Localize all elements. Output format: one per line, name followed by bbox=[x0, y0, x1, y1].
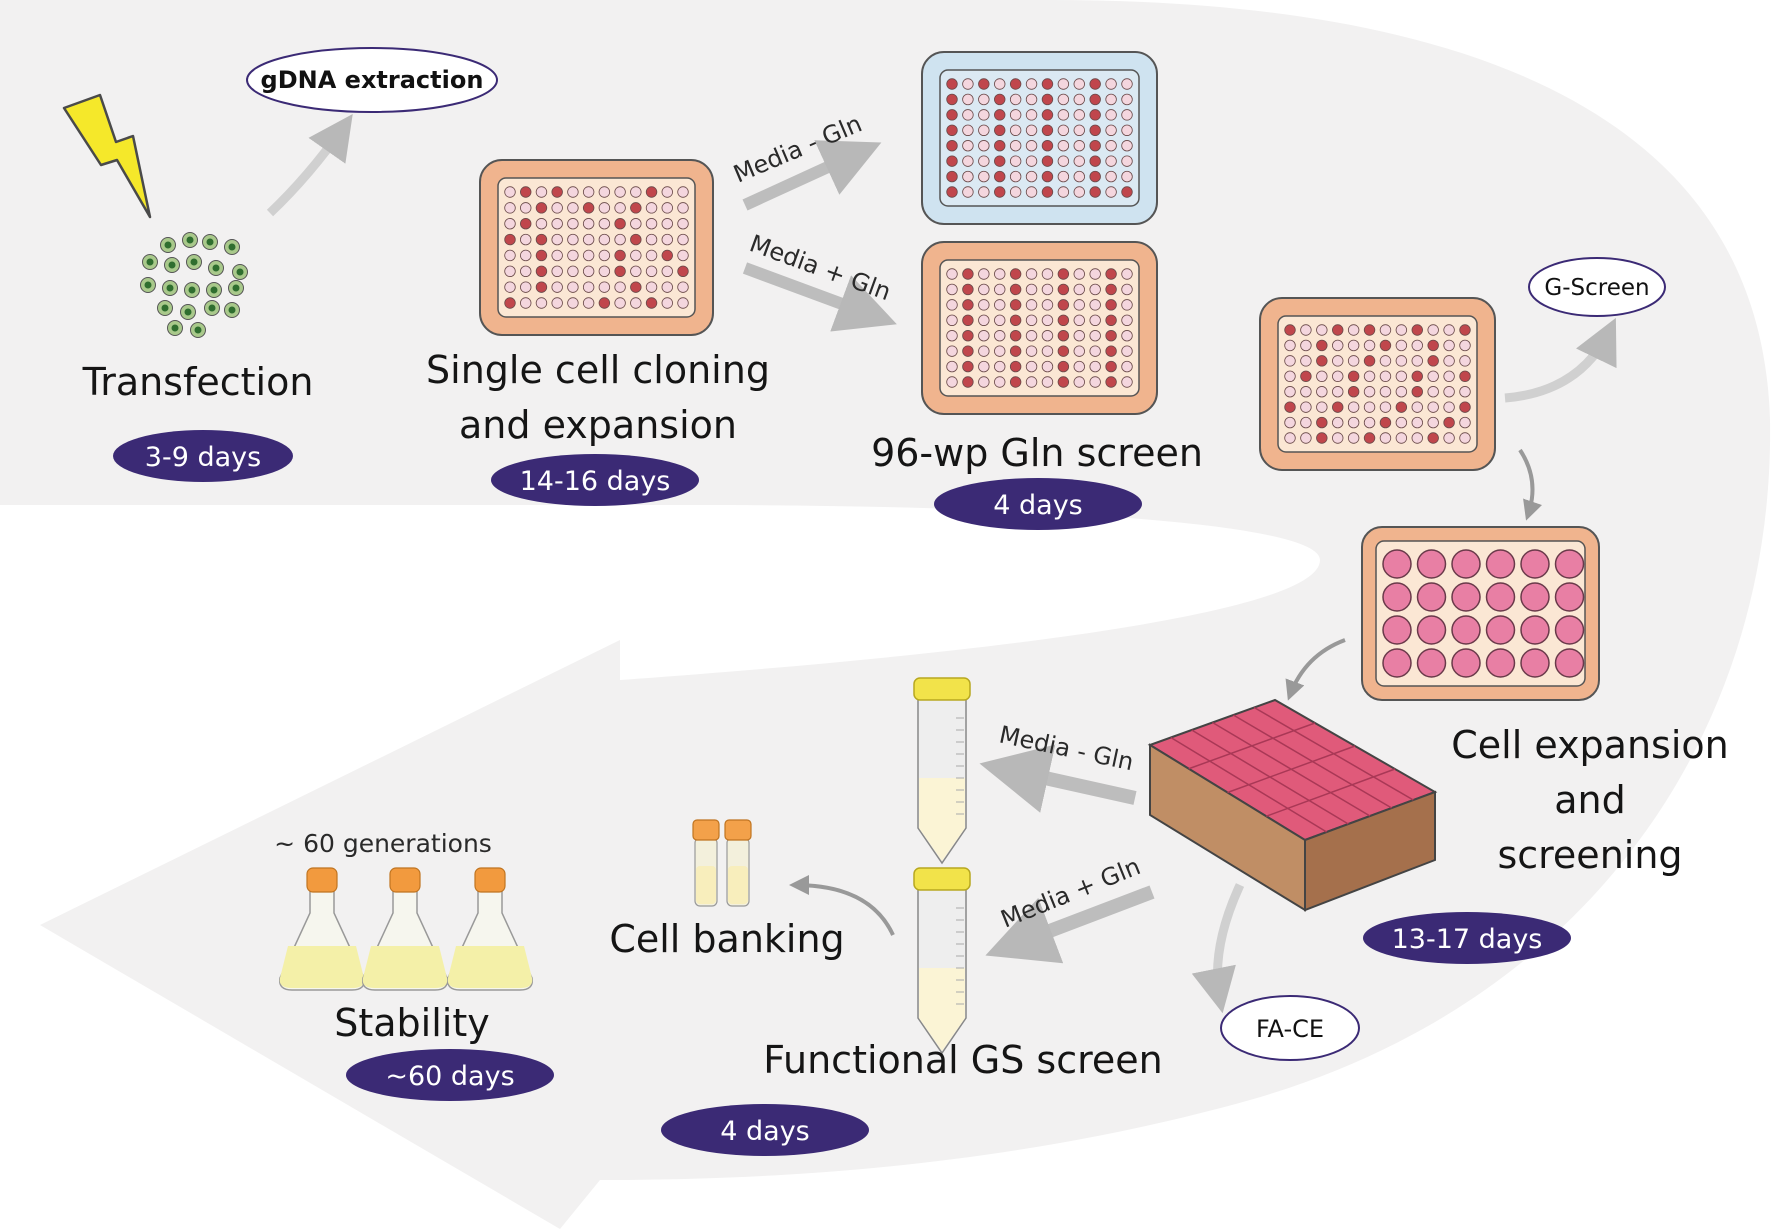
96-well-plate-minus-gln bbox=[921, 51, 1158, 225]
arrow-to-fa-ce bbox=[1191, 883, 1245, 1014]
single-cell-title-line1: Single cell cloning bbox=[426, 348, 770, 392]
stability-duration: ~60 days bbox=[385, 1061, 514, 1092]
shake-flasks-icon bbox=[279, 867, 533, 991]
g-screen-oval: G-Screen bbox=[1528, 257, 1666, 317]
g-screen-label: G-Screen bbox=[1544, 275, 1649, 301]
falcon-tube-minus-gln bbox=[913, 677, 971, 865]
cell-expansion-title-line3: screening bbox=[1497, 833, 1682, 877]
cell-banking-title: Cell banking bbox=[609, 917, 844, 961]
cryovials-icon bbox=[692, 819, 752, 907]
arrow-to-g-screen bbox=[1504, 317, 1617, 403]
stability-duration-badge: ~60 days bbox=[346, 1049, 554, 1101]
single-cell-title-line2: and expansion bbox=[459, 403, 737, 447]
cell-expansion-duration: 13-17 days bbox=[1392, 924, 1543, 955]
gdna-extraction-oval: gDNA extraction bbox=[246, 47, 498, 113]
fa-ce-oval: FA-CE bbox=[1220, 995, 1360, 1061]
gln-screen-title: 96-wp Gln screen bbox=[871, 431, 1203, 475]
functional-gs-duration-badge: 4 days bbox=[661, 1104, 869, 1156]
arrow-to-deepwell bbox=[1285, 638, 1346, 701]
stability-title: Stability bbox=[334, 1001, 490, 1045]
96-well-plate-expansion bbox=[1259, 297, 1496, 471]
gln-screen-duration-badge: 4 days bbox=[934, 478, 1142, 530]
deep-well-block bbox=[1147, 698, 1438, 912]
arrow-plus-gln-bottom bbox=[985, 885, 1155, 964]
gdna-label: gDNA extraction bbox=[261, 66, 484, 94]
arrow-plus-gln-top bbox=[742, 262, 897, 332]
transfection-duration: 3-9 days bbox=[145, 442, 261, 473]
96-well-plate-plus-gln bbox=[921, 241, 1158, 415]
functional-gs-duration: 4 days bbox=[720, 1116, 810, 1147]
cell-expansion-title-line1: Cell expansion bbox=[1451, 723, 1729, 767]
functional-gs-title: Functional GS screen bbox=[763, 1038, 1163, 1082]
arrow-minus-gln-bottom bbox=[979, 744, 1137, 813]
single-cell-duration: 14-16 days bbox=[520, 466, 671, 497]
arrow-to-gdna bbox=[266, 113, 353, 217]
transfection-title: Transfection bbox=[82, 360, 314, 404]
gln-screen-duration: 4 days bbox=[993, 490, 1083, 521]
cell-expansion-title-line2: and bbox=[1554, 778, 1626, 822]
transfection-duration-badge: 3-9 days bbox=[113, 430, 293, 482]
cell-expansion-duration-badge: 13-17 days bbox=[1363, 912, 1571, 964]
arrow-to-cell-banking bbox=[789, 875, 895, 936]
arrow-down-to-24well bbox=[1518, 448, 1542, 521]
fa-ce-label: FA-CE bbox=[1256, 1015, 1324, 1043]
arrow-minus-gln-top bbox=[742, 140, 882, 211]
transfected-cells-icon bbox=[140, 232, 248, 338]
24-well-plate bbox=[1361, 526, 1600, 701]
96-well-plate-cloning bbox=[479, 159, 714, 336]
single-cell-duration-badge: 14-16 days bbox=[491, 454, 699, 506]
lightning-icon bbox=[62, 93, 152, 219]
falcon-tube-plus-gln bbox=[913, 867, 971, 1055]
generations-label: ~ 60 generations bbox=[274, 829, 492, 858]
